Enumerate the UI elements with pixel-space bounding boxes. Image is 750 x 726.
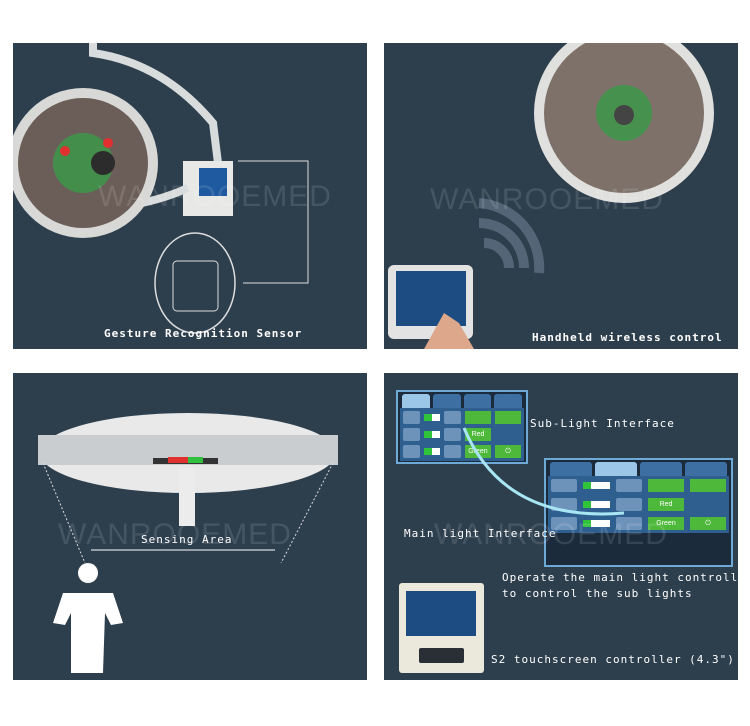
power-icon[interactable]: ⏻ [690, 517, 726, 530]
arrow-illustration [399, 427, 625, 673]
green-button[interactable]: Green [464, 445, 491, 458]
main-light-label: Main light Interface [404, 527, 557, 540]
gesture-sensor-panel: WANROOEMED Gesture Recognition Sensor [13, 43, 367, 349]
controller-label: S2 touchscreen controller (4.3") [491, 653, 735, 666]
power-icon[interactable]: ⏻ [494, 445, 521, 458]
caption: Gesture Recognition Sensor [104, 327, 303, 340]
caption: Handheld wireless control [532, 331, 723, 344]
red-button[interactable]: Red [648, 498, 684, 511]
watermark: WANROOEMED [434, 518, 668, 551]
surgical-light-illustration [13, 43, 309, 334]
sensing-illustration [38, 413, 338, 673]
watermark: WANROOEMED [98, 180, 332, 213]
sub-light-label: Sub-Light Interface [530, 417, 675, 430]
operate-label-2: to control the sub lights [502, 587, 693, 600]
wireless-icon [483, 238, 514, 269]
watermark: WANROOEMED [430, 183, 664, 216]
operate-label-1: Operate the main light controller [502, 571, 738, 584]
wireless-control-panel: WANROOEMED Handheld wireless control [384, 43, 738, 349]
green-button[interactable]: Green [648, 517, 684, 530]
watermark: WANROOEMED [58, 518, 292, 551]
person-icon [78, 563, 98, 583]
sub-light-screen: Red Green⏻ [396, 390, 528, 464]
interface-panel: Red Green⏻ Red Green⏻ WANROOEMED Sub-Lig… [384, 373, 738, 680]
red-button[interactable]: Red [464, 428, 491, 441]
sensing-area-panel: WANROOEMED Sensing Area [13, 373, 367, 680]
surgical-light-illustration [388, 43, 714, 349]
caption: Sensing Area [141, 533, 233, 546]
